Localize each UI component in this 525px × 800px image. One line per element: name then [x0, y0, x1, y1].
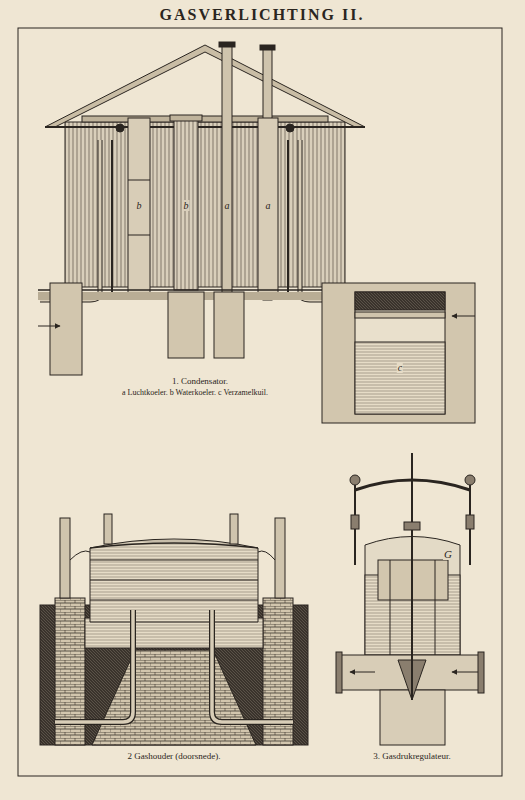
part-letter: c [397, 362, 403, 373]
page-title: GASVERLICHTING II. [160, 6, 365, 24]
part-letter: b [183, 200, 190, 211]
figure-caption: 2 Gashouder (doorsnede). [127, 752, 220, 762]
part-letter: a [224, 200, 231, 211]
figure-caption: 1. Condensator. [172, 377, 228, 387]
part-letter: b [136, 200, 143, 211]
figure-legend: a Luchtkoeler. b Waterkoeler. c Verzamel… [122, 389, 268, 398]
figure-caption: 3. Gasdrukregulateur. [373, 752, 451, 762]
part-letter: a [265, 200, 272, 211]
part-letter: G [443, 548, 453, 560]
